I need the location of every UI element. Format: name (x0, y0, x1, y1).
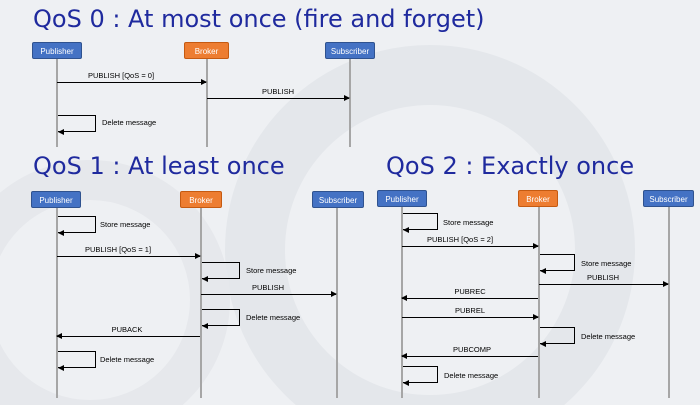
qos2-self-delete-broker (540, 327, 575, 347)
qos1-arrow-publish (57, 253, 201, 259)
qos0-label-forward: PUBLISH (261, 87, 295, 96)
qos1-subscriber-box: Subscriber (312, 191, 364, 208)
qos0-self-delete (58, 115, 96, 135)
qos2-label-pubrec: PUBREC (454, 287, 486, 296)
qos1-arrow-puback (56, 333, 200, 339)
qos2-arrow-pubrel (402, 314, 539, 320)
qos1-broker-box: Broker (180, 191, 222, 208)
qos2-label-store-publisher: Store message (443, 218, 494, 227)
qos2-label-delete-publisher: Delete message (444, 371, 499, 380)
qos1-label-store-broker: Store message (246, 266, 297, 275)
qos0-arrow-publish (57, 79, 207, 85)
qos2-label-publish: PUBLISH [QoS = 2] (426, 235, 494, 244)
qos1-title: QoS 1 : At least once (33, 152, 285, 180)
qos2-broker-lifeline (538, 207, 540, 398)
qos2-broker-box: Broker (518, 190, 558, 207)
qos2-label-delete-broker: Delete message (581, 332, 636, 341)
qos2-self-store-broker (540, 254, 575, 274)
qos0-broker-lifeline (206, 59, 208, 147)
qos2-self-store-publisher (403, 213, 438, 233)
qos1-label-delete-broker: Delete message (246, 313, 301, 322)
qos0-label-publish: PUBLISH [QoS = 0] (87, 71, 155, 80)
qos1-publisher-lifeline (56, 208, 58, 398)
qos0-title: QoS 0 : At most once (fire and forget) (33, 5, 485, 33)
qos2-label-store-broker: Store message (581, 259, 632, 268)
qos0-label-delete: Delete message (102, 118, 157, 127)
qos1-self-store-broker (202, 262, 240, 282)
qos2-self-delete-publisher (403, 366, 438, 386)
qos2-subscriber-lifeline (668, 207, 670, 398)
qos2-arrow-pubrec (401, 295, 538, 301)
qos2-arrow-pubcomp (401, 353, 538, 359)
qos1-label-store-publisher: Store message (100, 220, 151, 229)
qos0-publisher-lifeline (56, 59, 58, 147)
qos1-self-delete-broker (202, 309, 240, 329)
qos1-label-forward: PUBLISH (251, 283, 285, 292)
qos0-subscriber-box: Subscriber (325, 42, 375, 59)
qos2-publisher-box: Publisher (377, 190, 427, 207)
qos2-subscriber-box: Subscriber (643, 190, 694, 207)
qos1-subscriber-lifeline (336, 208, 338, 398)
qos1-label-delete-publisher: Delete message (100, 355, 155, 364)
qos1-publisher-box: Publisher (31, 191, 81, 208)
qos2-label-forward: PUBLISH (586, 273, 620, 282)
qos2-arrow-publish (402, 243, 539, 249)
qos1-label-publish: PUBLISH [QoS = 1] (84, 245, 152, 254)
qos1-arrow-forward (201, 291, 337, 297)
qos0-subscriber-lifeline (349, 59, 351, 147)
qos1-label-puback: PUBACK (111, 325, 143, 334)
qos2-label-pubcomp: PUBCOMP (453, 345, 491, 354)
qos2-title: QoS 2 : Exactly once (386, 152, 635, 180)
qos0-publisher-box: Publisher (32, 42, 82, 59)
qos0-arrow-forward (207, 95, 350, 101)
qos1-self-delete-publisher (58, 351, 96, 371)
qos1-self-store-publisher (58, 216, 96, 236)
qos2-arrow-forward (539, 281, 669, 287)
qos1-broker-lifeline (200, 208, 202, 398)
qos0-broker-box: Broker (184, 42, 229, 59)
qos2-label-pubrel: PUBREL (454, 306, 486, 315)
qos2-publisher-lifeline (401, 207, 403, 398)
